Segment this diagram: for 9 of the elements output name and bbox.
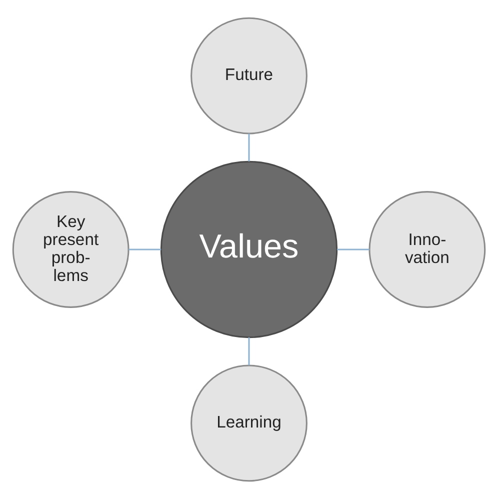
node-circle: Learning <box>190 364 308 482</box>
connector <box>248 337 250 366</box>
node-circle: Key present prob- lems <box>12 191 130 308</box>
node-circle: Values <box>160 160 338 338</box>
connector <box>128 248 162 250</box>
node-circle: Inno- vation <box>368 191 486 308</box>
connector <box>248 134 250 162</box>
connector <box>337 248 370 250</box>
node-circle: Future <box>190 17 308 134</box>
